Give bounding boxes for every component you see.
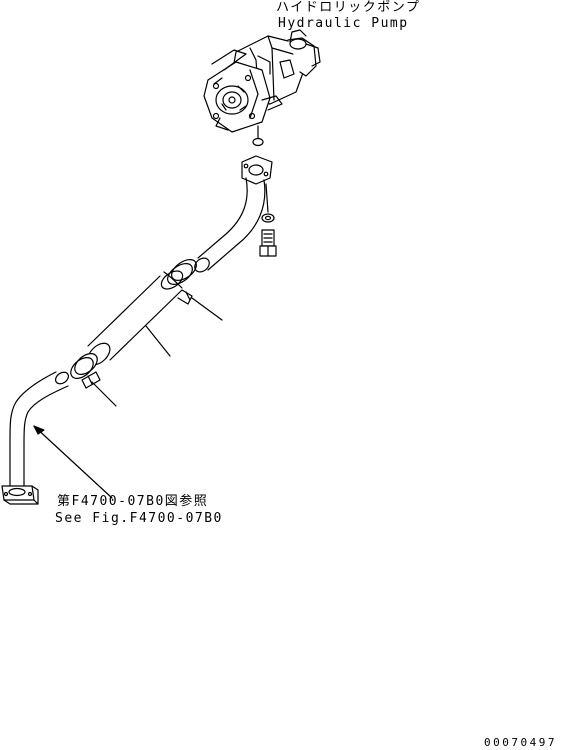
pump-label-english: Hydraulic Pump (278, 16, 409, 31)
suction-hose (84, 272, 182, 369)
hydraulic-pump (204, 30, 320, 132)
lower-elbow-pipe (2, 370, 71, 504)
leader-lines (34, 126, 258, 498)
figure-reference-english: See Fig.F4700-07B0 (55, 511, 223, 526)
drawing-code: 00070497 (484, 736, 557, 749)
o-ring (253, 139, 263, 146)
figure-reference-japanese: 第F4700-07B0図参照 (57, 494, 209, 509)
pump-label-japanese: ハイドロリックポンプ (276, 0, 421, 15)
lower-hose-clamp (67, 350, 101, 388)
upper-suction-tube (192, 156, 272, 275)
bolt-and-washer (260, 184, 276, 256)
upper-hose-clamp (158, 255, 200, 304)
